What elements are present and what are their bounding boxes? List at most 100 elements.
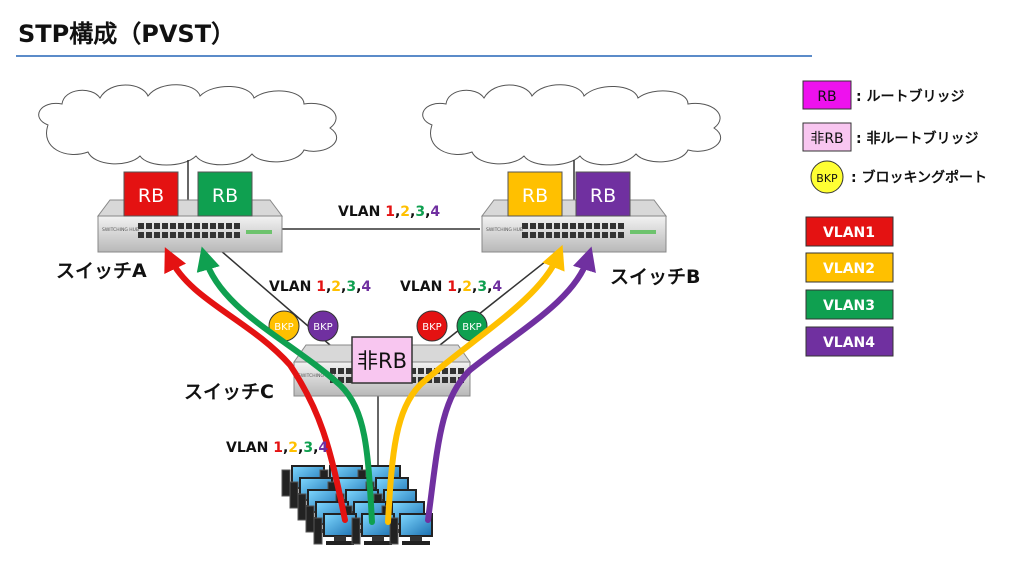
- vlan-number: 2: [288, 440, 298, 456]
- vlan3-path-arrow: [196, 246, 375, 525]
- port-icon: [226, 223, 232, 229]
- vlan-label-a-b: VLAN 1,2,3,4: [338, 204, 440, 220]
- port-icon: [610, 232, 616, 238]
- port-icon: [202, 232, 208, 238]
- switch-b-badge-2-label: RB: [590, 185, 616, 207]
- switch-b-ports: [522, 223, 624, 238]
- vlan-number: 1: [447, 279, 457, 295]
- vlan-separator: ,: [326, 279, 331, 295]
- port-icon: [618, 223, 624, 229]
- switch-a-badge-1-label: RB: [138, 185, 164, 207]
- bkp-c-b-vlan1: BKP: [416, 310, 448, 342]
- vlan-separator: ,: [472, 279, 477, 295]
- port-icon: [442, 377, 448, 383]
- switch-b-badge-1-label: RB: [522, 185, 548, 207]
- port-icon: [570, 223, 576, 229]
- port-icon: [530, 232, 536, 238]
- vlan-number: 3: [415, 204, 425, 220]
- legend-rb-box-label: RB: [817, 89, 836, 105]
- cloud-left-icon: [38, 84, 338, 166]
- switch-a-badge-2-label: RB: [212, 185, 238, 207]
- port-icon: [346, 377, 352, 383]
- port-icon: [562, 232, 568, 238]
- page-title: STP構成（PVST）: [18, 20, 236, 48]
- port-icon: [450, 377, 456, 383]
- port-icon: [194, 223, 200, 229]
- port-icon: [554, 232, 560, 238]
- vlan-label-c-pcs: VLAN 1,2,3,4: [226, 440, 328, 456]
- vlan-label-prefix: VLAN: [226, 440, 273, 456]
- legend-vlan3-label: VLAN3: [823, 298, 875, 314]
- port-icon: [618, 232, 624, 238]
- port-icon: [602, 223, 608, 229]
- legend-vlan4-label: VLAN4: [823, 335, 875, 351]
- port-icon: [226, 232, 232, 238]
- svg-text:VLAN 1,2,3,4: VLAN 1,2,3,4: [400, 279, 502, 295]
- switch-b-name: スイッチB: [610, 266, 700, 288]
- svg-text:VLAN 1,2,3,4: VLAN 1,2,3,4: [338, 204, 440, 220]
- legend-vlan1: [805, 216, 894, 247]
- port-icon: [410, 368, 416, 374]
- port-icon: [530, 223, 536, 229]
- vlan-separator: ,: [395, 204, 400, 220]
- port-icon: [218, 232, 224, 238]
- switch-a-name: スイッチA: [56, 260, 147, 282]
- legend-bkp-box-label: BKP: [816, 172, 838, 185]
- port-icon: [346, 368, 352, 374]
- port-icon: [450, 368, 456, 374]
- port-icon: [338, 368, 344, 374]
- port-icon: [154, 223, 160, 229]
- switch-a-led: [246, 230, 272, 234]
- port-icon: [234, 232, 240, 238]
- port-icon: [458, 368, 464, 374]
- port-icon: [170, 232, 176, 238]
- port-icon: [146, 232, 152, 238]
- switch-b-badge-1: [507, 171, 563, 217]
- bkp-c-a-vlan2-label: BKP: [274, 322, 293, 333]
- vlan-separator: ,: [487, 279, 492, 295]
- port-icon: [578, 232, 584, 238]
- cloud-right-icon: [422, 84, 722, 166]
- port-icon: [426, 368, 432, 374]
- vlan-separator: ,: [341, 279, 346, 295]
- vlan-number: 3: [346, 279, 356, 295]
- port-icon: [522, 232, 528, 238]
- vlan-separator: ,: [356, 279, 361, 295]
- port-icon: [418, 377, 424, 383]
- vlan-number: 1: [273, 440, 283, 456]
- legend-vlan1-label: VLAN1: [823, 225, 875, 241]
- bkp-c-b-vlan1-label: BKP: [422, 322, 441, 333]
- switch-a-hub-label: SWITCHING HUB: [102, 227, 139, 233]
- port-icon: [586, 232, 592, 238]
- vlan-number: 2: [400, 204, 410, 220]
- port-icon: [594, 232, 600, 238]
- legend: RB : ルートブリッジ 非RB : 非ルートブリッジ BKP : ブロッキング…: [802, 80, 987, 357]
- pc-cluster: [281, 465, 433, 545]
- port-icon: [178, 223, 184, 229]
- port-icon: [146, 223, 152, 229]
- legend-vlan2-label: VLAN2: [823, 261, 875, 277]
- legend-bkp-text: : ブロッキングポート: [851, 169, 987, 186]
- port-icon: [418, 368, 424, 374]
- vlan-number: 1: [385, 204, 395, 220]
- port-icon: [546, 223, 552, 229]
- port-icon: [138, 232, 144, 238]
- switch-a-badge-1: [123, 171, 179, 217]
- port-icon: [442, 368, 448, 374]
- port-icon: [522, 223, 528, 229]
- switch-c-hub-label: SWITCHING HUB: [298, 373, 335, 379]
- legend-vlan2: [805, 252, 894, 283]
- port-icon: [554, 223, 560, 229]
- vlan1-path-arrow: [164, 247, 348, 523]
- switch-c-badge-label: 非RB: [357, 349, 407, 373]
- legend-nonrb-box: [802, 122, 852, 152]
- bkp-c-a-vlan4: BKP: [307, 310, 339, 342]
- port-icon: [178, 232, 184, 238]
- switch-c-name: スイッチC: [184, 381, 274, 403]
- port-icon: [434, 377, 440, 383]
- port-icon: [218, 223, 224, 229]
- port-icon: [202, 223, 208, 229]
- switch-b-badge-2: [575, 171, 631, 217]
- port-icon: [610, 223, 616, 229]
